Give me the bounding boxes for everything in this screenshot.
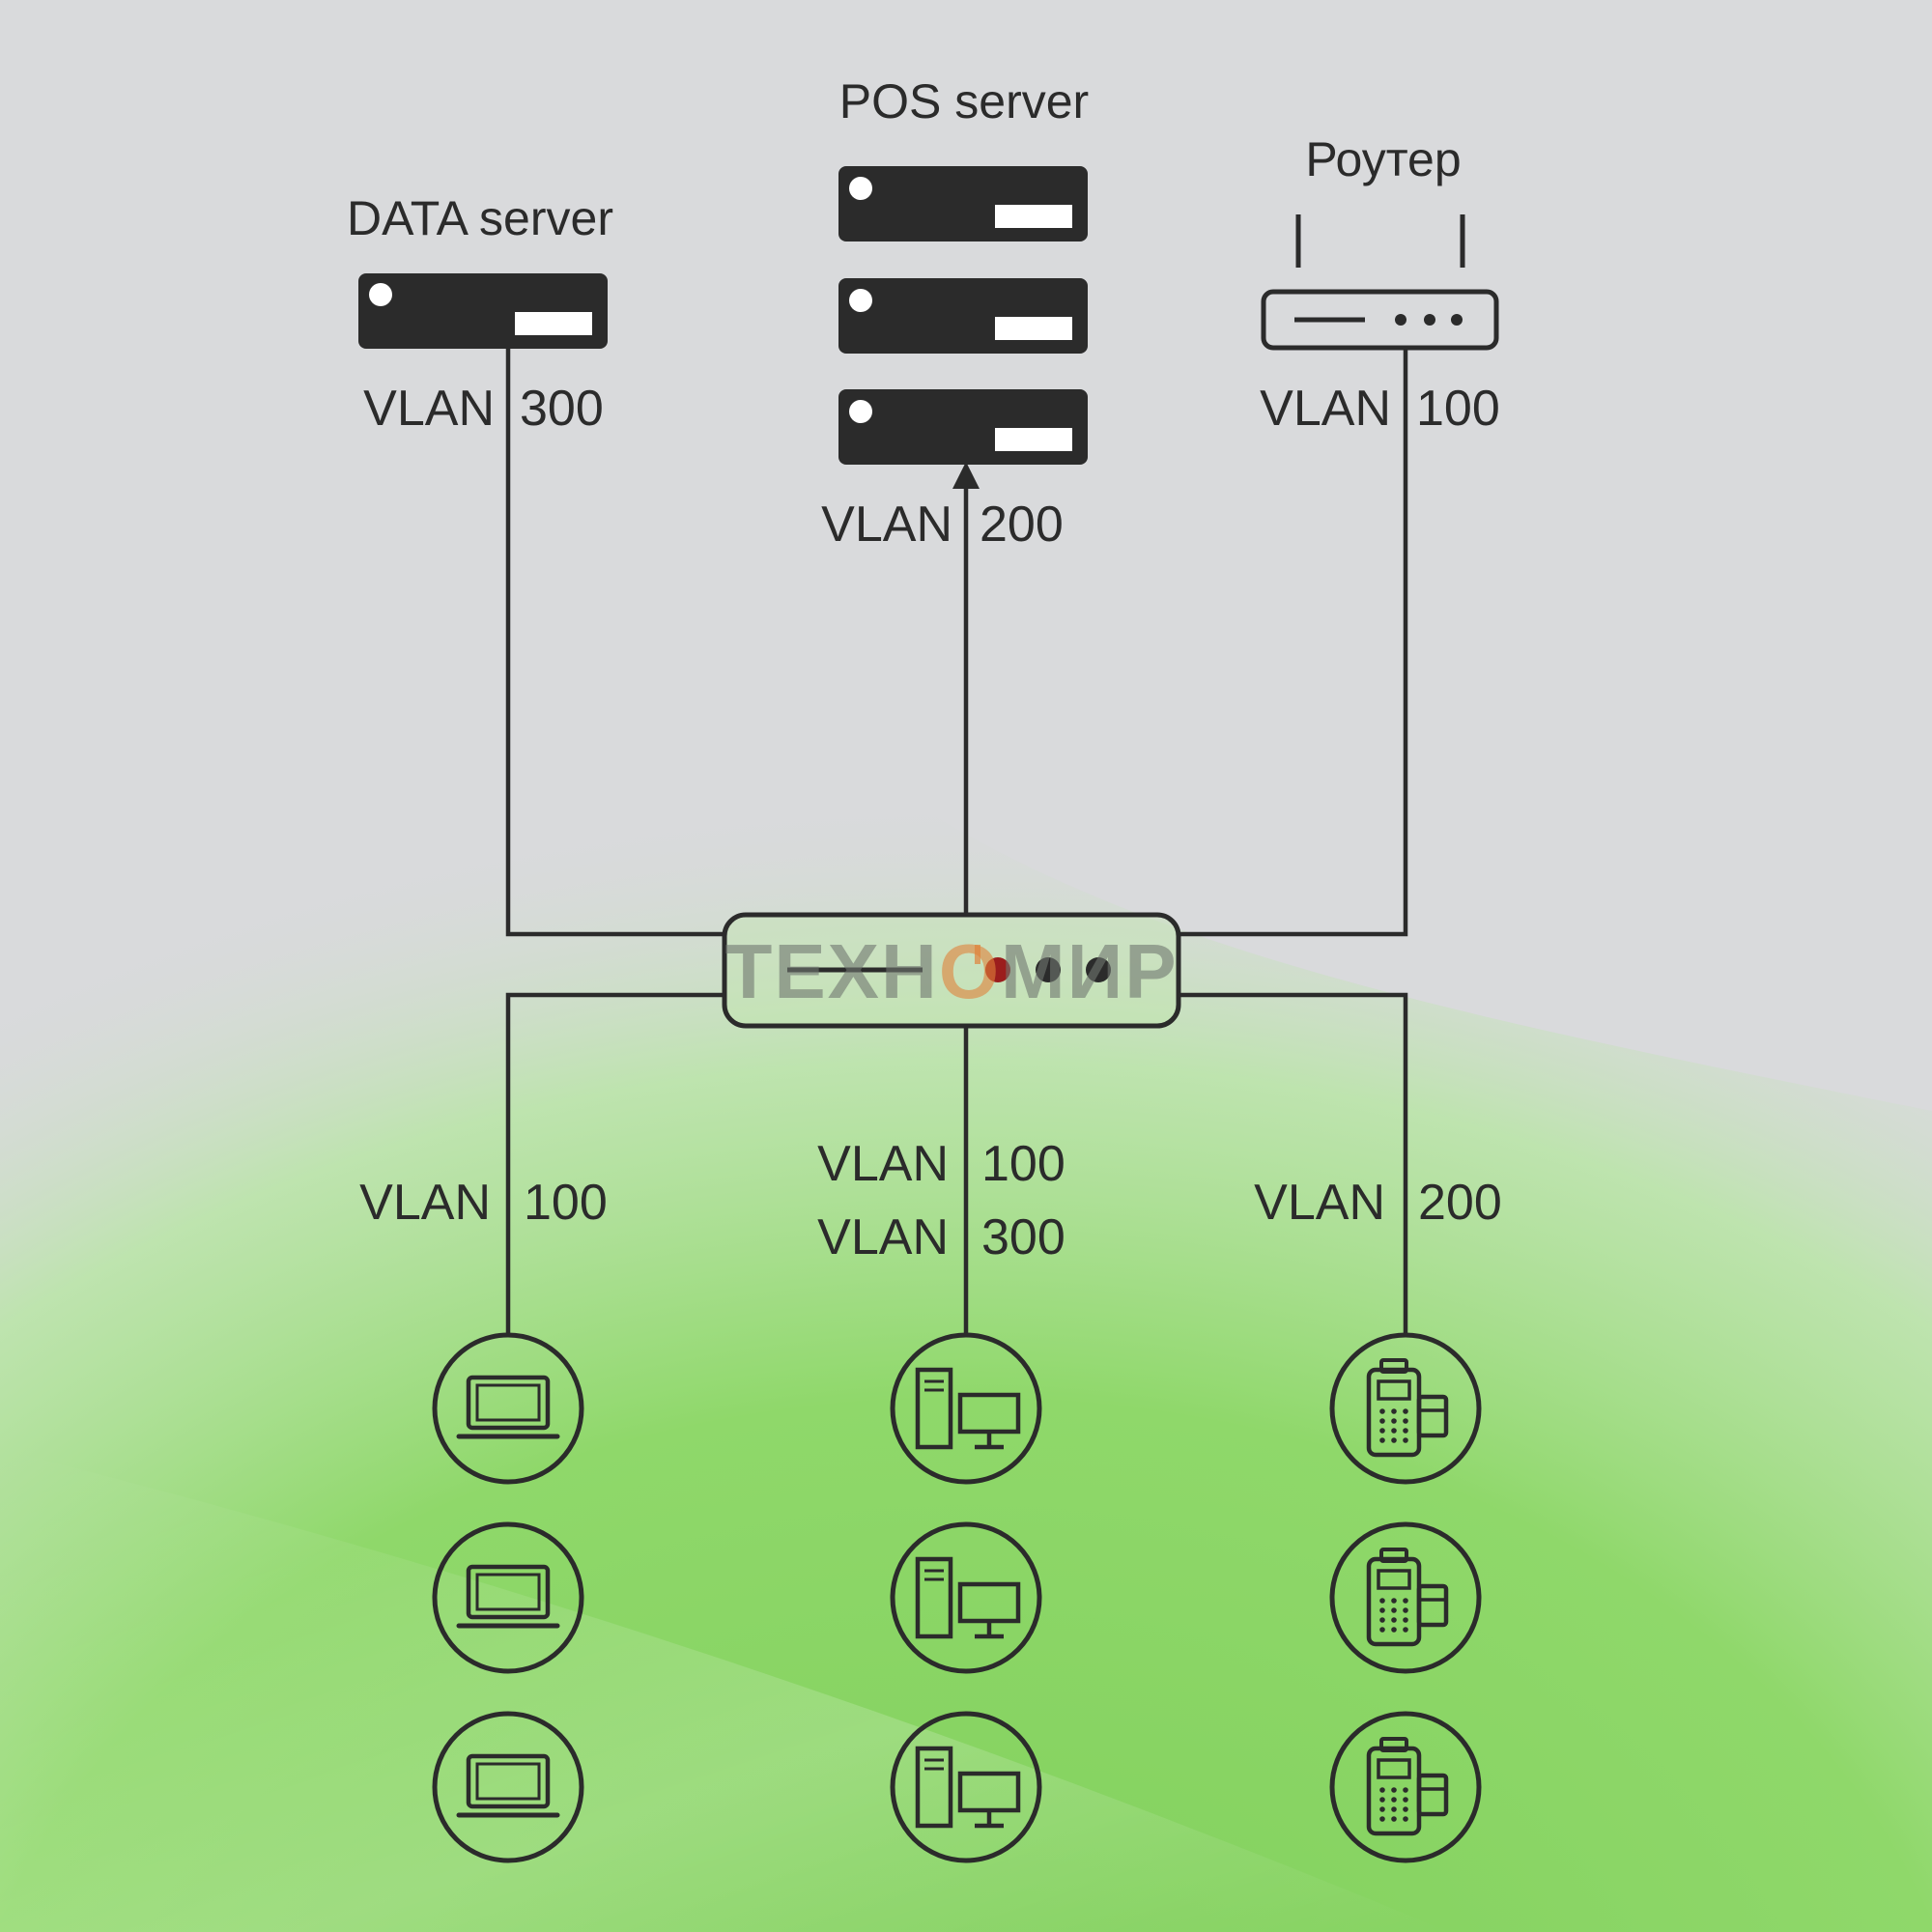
- desktop-computer-icon: [915, 1556, 1021, 1639]
- vlan-number: 100: [1416, 381, 1500, 437]
- desktop-node: [890, 1332, 1042, 1485]
- device-circle: [432, 1521, 584, 1674]
- laptop-node: [432, 1332, 584, 1485]
- router: Роутер VLAN 100: [1260, 132, 1500, 437]
- vlan-number: 300: [520, 381, 604, 437]
- vlan-number: 100: [981, 1136, 1065, 1192]
- vlan-label: VLAN: [1254, 1175, 1385, 1231]
- pos-terminal-icon: [1366, 1737, 1449, 1836]
- desktop-node: [890, 1711, 1042, 1863]
- laptop-node: [432, 1521, 584, 1674]
- arrowhead-pos-server: [952, 462, 980, 489]
- wire-data-server: [505, 348, 724, 937]
- pos-terminal-icon: [1366, 1358, 1449, 1458]
- pos-server: POS server VLAN 200: [821, 74, 1089, 553]
- vlan-number: 300: [981, 1209, 1065, 1265]
- device-circle: [432, 1332, 584, 1485]
- vlan-number: 100: [524, 1175, 608, 1231]
- vlan-label: VLAN: [363, 381, 495, 437]
- switch-led: [1086, 957, 1111, 982]
- network-switch-icon: [722, 912, 1181, 1029]
- pos-server-title: POS server: [839, 74, 1089, 128]
- vlan-number: 200: [1418, 1175, 1502, 1231]
- data-server: DATA server VLAN 300: [347, 191, 613, 437]
- desktop-node: [890, 1521, 1042, 1674]
- laptop-icon: [456, 1564, 560, 1629]
- device-circle: [890, 1332, 1042, 1485]
- pos-terminal-icon: [1366, 1548, 1449, 1647]
- vlan-label: VLAN: [817, 1136, 949, 1192]
- data-server-title: DATA server: [347, 191, 613, 245]
- watermark-logo: ТЕХНОМИР: [724, 928, 1178, 1014]
- device-circle: [1329, 1711, 1482, 1863]
- vlan-label: VLAN: [359, 1175, 491, 1231]
- vlan-number: 200: [980, 497, 1064, 553]
- device-circle: [1329, 1332, 1482, 1485]
- desktop-computer-icon: [915, 1367, 1021, 1450]
- desktop-computer-icon: [915, 1746, 1021, 1829]
- wire-pos-terminals: [1179, 992, 1408, 1335]
- switch-led: [1036, 957, 1061, 982]
- router-icon: [1261, 214, 1499, 351]
- vlan-label: VLAN: [821, 497, 952, 553]
- pos-terminal-node: [1329, 1711, 1482, 1863]
- pos-terminal-node: [1329, 1332, 1482, 1485]
- client-vlan-labels: VLAN 100 VLAN 100 VLAN 300 VLAN 200: [359, 1136, 1502, 1265]
- pos-terminal-node: [1329, 1521, 1482, 1674]
- device-circle: [432, 1711, 584, 1863]
- laptop-icon: [456, 1753, 560, 1818]
- router-title: Роутер: [1305, 132, 1461, 186]
- client-devices: [432, 1332, 1482, 1863]
- laptop-node: [432, 1711, 584, 1863]
- wire-laptops: [505, 992, 724, 1335]
- wire-router: [1179, 348, 1408, 937]
- server-icon: [358, 273, 608, 349]
- connections: [505, 348, 1408, 1335]
- laptop-icon: [456, 1375, 560, 1439]
- device-circle: [1329, 1521, 1482, 1674]
- vlan-label: VLAN: [817, 1209, 949, 1265]
- switch-led-red: [985, 957, 1010, 982]
- device-circle: [890, 1521, 1042, 1674]
- server-rack-icon: [838, 166, 1088, 465]
- background-sheen: [0, 1449, 1449, 1932]
- device-circle: [890, 1711, 1042, 1863]
- vlan-label: VLAN: [1260, 381, 1391, 437]
- network-switch: ТЕХНОМИР: [722, 912, 1181, 1029]
